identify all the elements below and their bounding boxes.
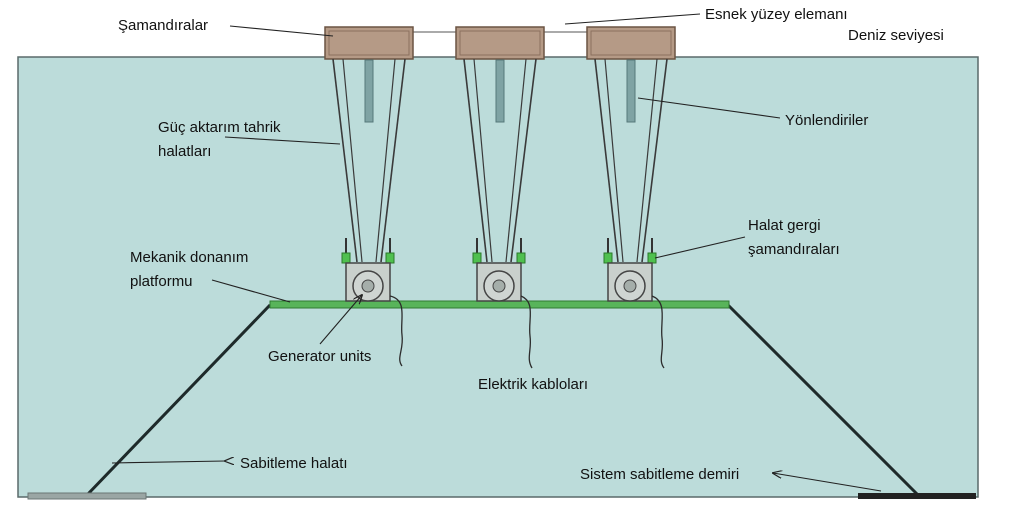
float-icon	[455, 26, 545, 60]
label-sea-level: Deniz seviyesi	[848, 27, 944, 44]
leader-lines	[111, 13, 882, 492]
label-platform-2: platformu	[130, 273, 193, 290]
label-tension-floats-1: Halat gergi	[748, 217, 821, 234]
tension-float-icon	[516, 252, 526, 264]
generator-assembly-1	[324, 26, 414, 367]
tension-float-icon	[472, 252, 482, 264]
tension-float-icon	[385, 252, 395, 264]
label-guides: Yönlendiriler	[785, 112, 868, 129]
tension-float-icon	[341, 252, 351, 264]
label-drive-ropes-1: Güç aktarım tahrik	[158, 119, 281, 136]
guide-rail-icon	[626, 59, 636, 123]
guide-rail-icon	[364, 59, 374, 123]
guide-rail-icon	[495, 59, 505, 123]
generator-assembly-3	[586, 26, 676, 369]
electric-cable	[520, 295, 533, 369]
electric-cable	[389, 295, 403, 367]
tension-float-icon	[603, 252, 613, 264]
label-platform-1: Mekanik donanım	[130, 249, 248, 266]
label-electric-cables: Elektrik kabloları	[478, 376, 588, 393]
label-tension-floats-2: şamandıraları	[748, 241, 840, 258]
label-drive-ropes-2: halatları	[158, 143, 211, 160]
seabed-pad-left	[27, 492, 147, 500]
label-anchor-rod: Sistem sabitleme demiri	[580, 466, 739, 483]
float-icon	[586, 26, 676, 60]
generator-assembly-2	[455, 26, 545, 369]
label-floats: Şamandıralar	[118, 17, 208, 34]
label-flexible-surface: Esnek yüzey elemanı	[705, 6, 848, 23]
label-generator-units: Generator units	[268, 348, 371, 365]
mooring-rope-right	[726, 303, 920, 497]
electric-cable	[651, 295, 665, 369]
label-mooring-rope: Sabitleme halatı	[240, 455, 348, 472]
tension-float-icon	[647, 252, 657, 264]
float-icon	[324, 26, 414, 60]
anchor-rod	[858, 493, 976, 499]
